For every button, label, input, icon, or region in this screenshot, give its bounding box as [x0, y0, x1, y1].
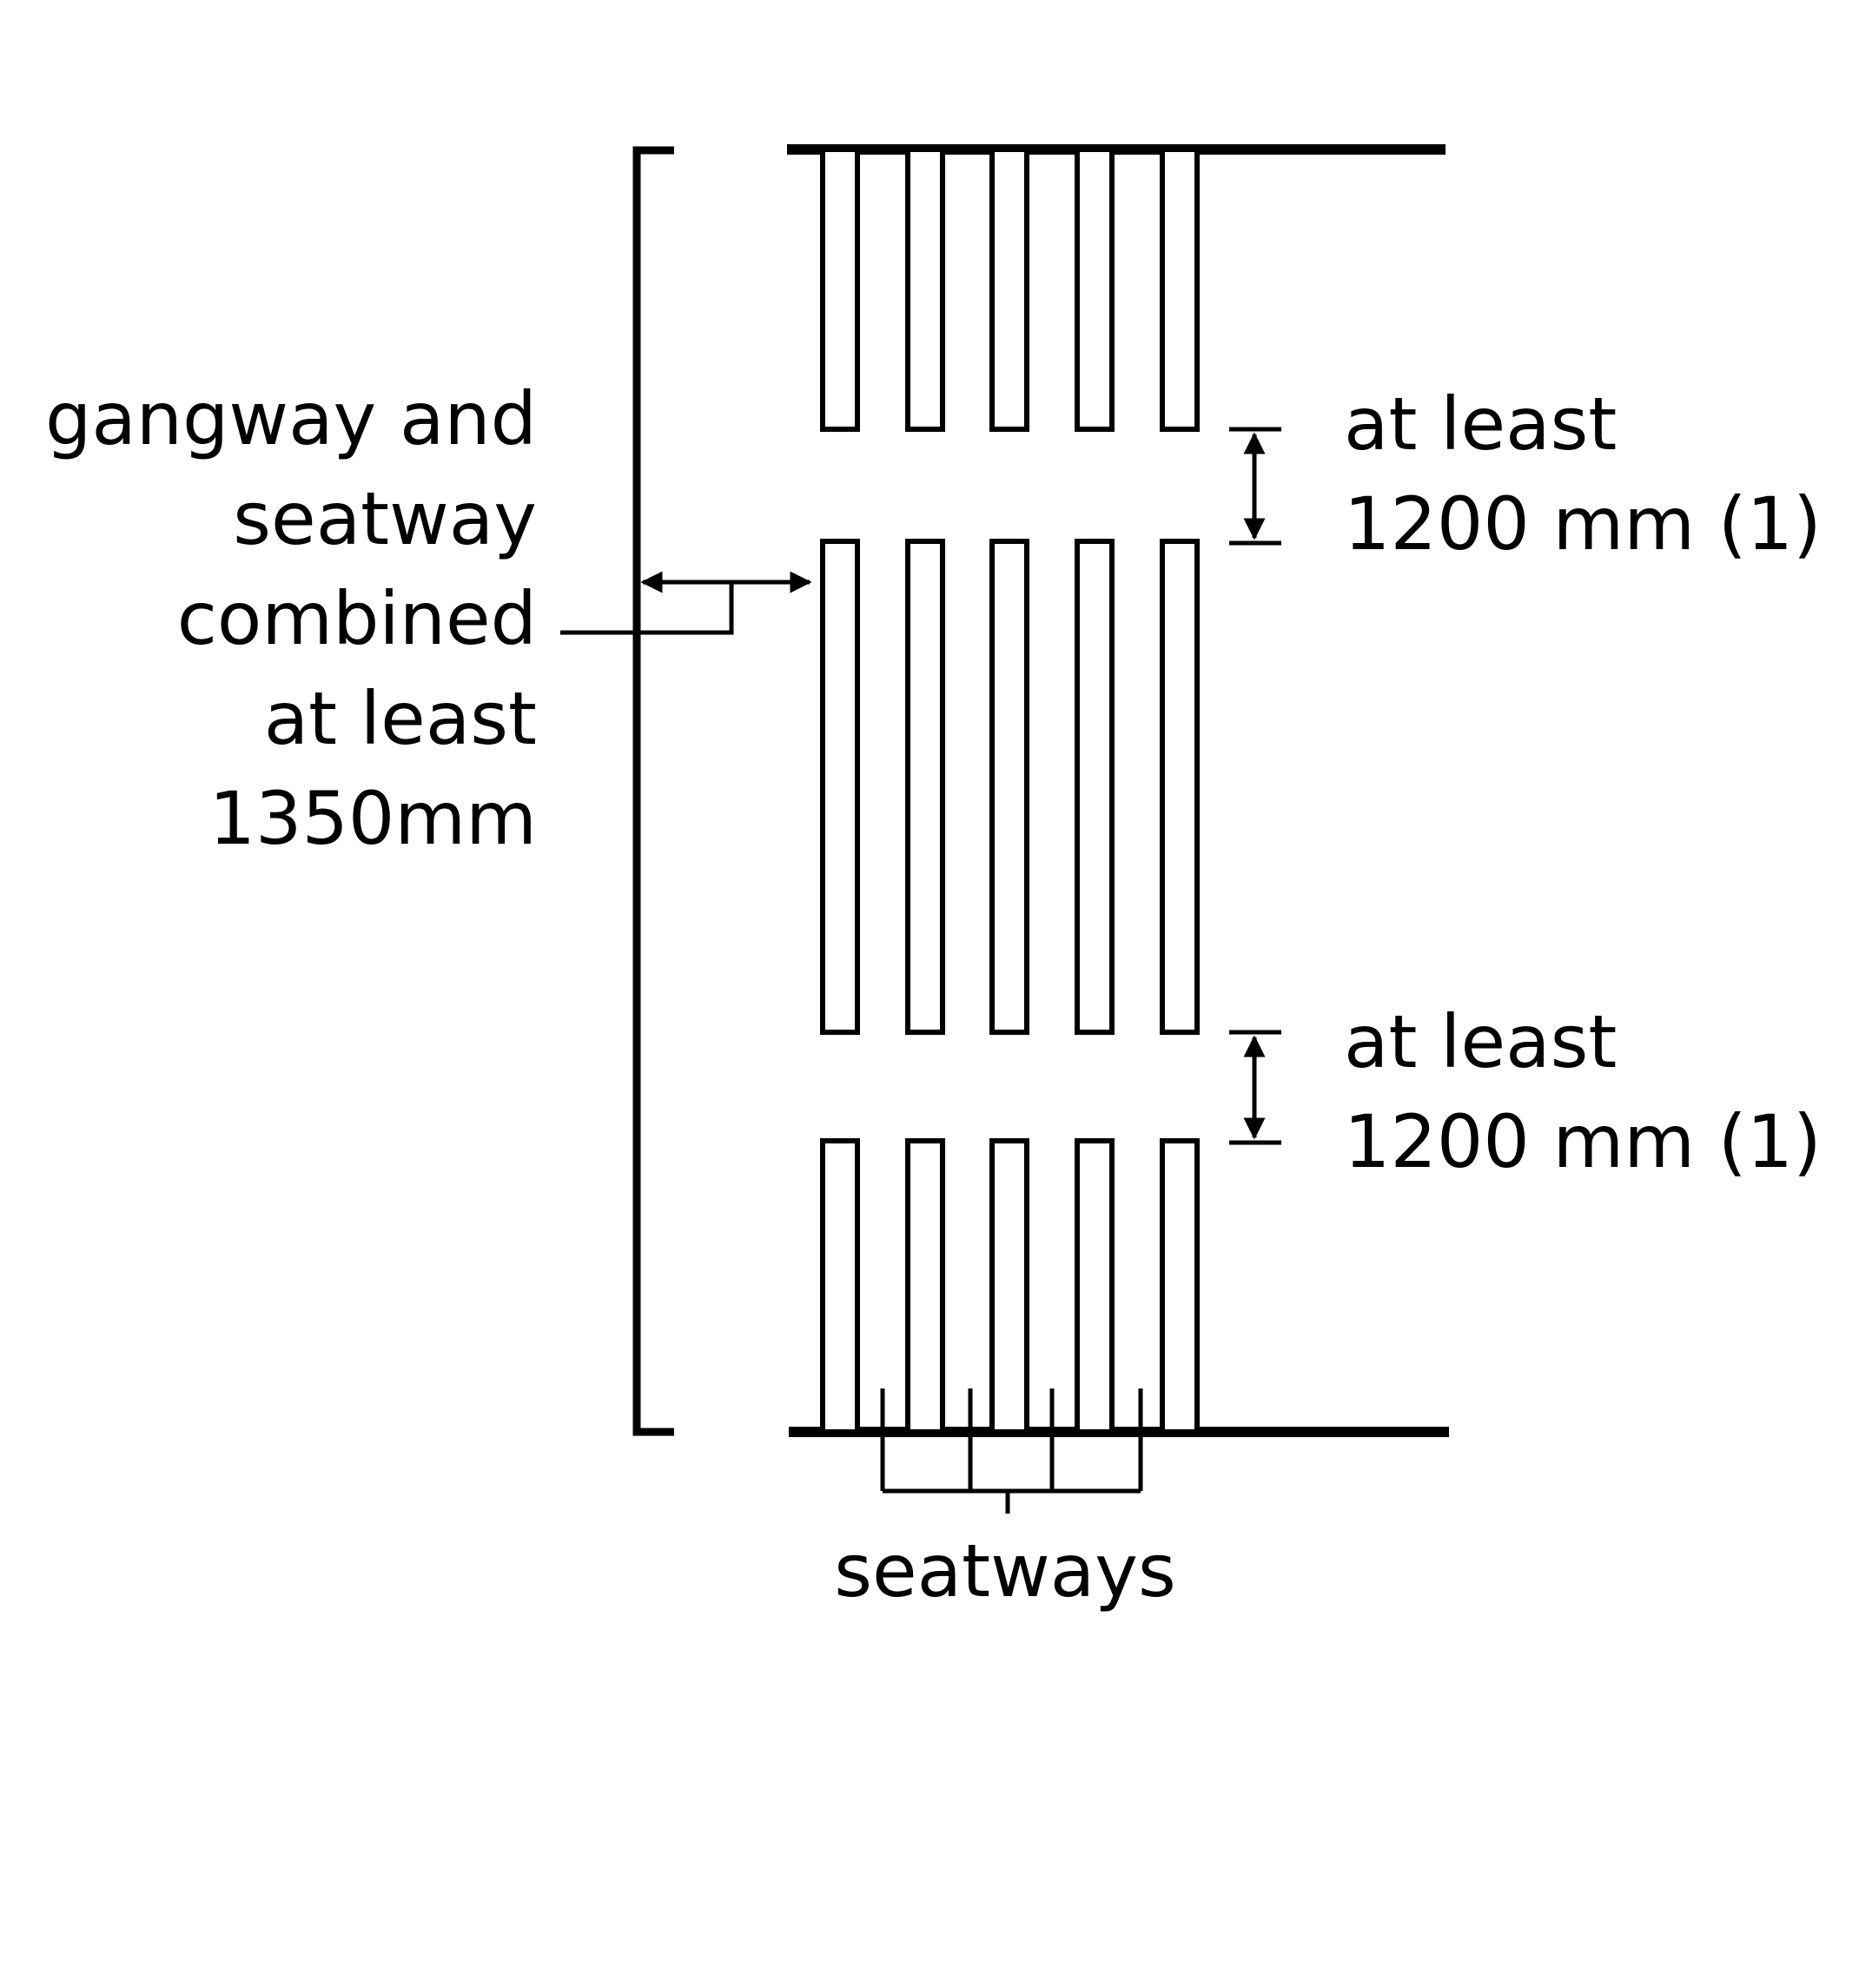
gangway-label-line-1: gangway and	[45, 376, 537, 461]
gangway-label-line-3: combined	[176, 576, 537, 661]
row-gap-label-bottom: at least 1200 mm (1)	[1344, 992, 1822, 1192]
row-gap-bottom-line-1: at least	[1344, 999, 1618, 1084]
gangway-label-line-4: at least	[263, 676, 537, 761]
seat-row-2-1	[820, 539, 860, 1035]
seat-row-1-1	[820, 147, 860, 432]
seat-row-3-4	[1075, 1138, 1115, 1435]
seatways-label: seatways	[834, 1528, 1176, 1614]
seat-row-1-5	[1160, 147, 1200, 432]
row-gap-bottom-line-2: 1200 mm (1)	[1344, 1099, 1822, 1184]
seat-row-2-5	[1160, 539, 1200, 1035]
gangway-width-label: gangway and seatway combined at least 13…	[45, 369, 537, 869]
seat-row-3-1	[820, 1138, 860, 1435]
seat-rows	[820, 147, 1200, 1435]
seat-row-1-4	[1075, 147, 1115, 432]
gangway-label-line-2: seatway	[233, 476, 537, 561]
seat-row-2-2	[905, 539, 945, 1035]
seat-row-2-3	[989, 539, 1029, 1035]
row-gap-dimension-top	[1229, 427, 1281, 546]
row-gap-label-top: at least 1200 mm (1)	[1344, 374, 1822, 574]
seat-row-1-2	[905, 147, 945, 432]
gangway-label-line-5: 1350mm	[208, 776, 537, 861]
seat-row-3-2	[905, 1138, 945, 1435]
gangway-boundary-bracket	[632, 146, 674, 1436]
seat-row-2-4	[1075, 539, 1115, 1035]
seat-row-3-5	[1160, 1138, 1200, 1435]
gangway-width-dimension	[560, 571, 812, 635]
row-gap-top-line-1: at least	[1344, 381, 1618, 467]
seatways-bracket	[880, 1388, 1143, 1514]
row-gap-top-line-2: 1200 mm (1)	[1344, 481, 1822, 567]
seat-row-3-3	[989, 1138, 1029, 1435]
seat-row-1-3	[989, 147, 1029, 432]
row-gap-dimension-bottom	[1229, 1030, 1281, 1145]
